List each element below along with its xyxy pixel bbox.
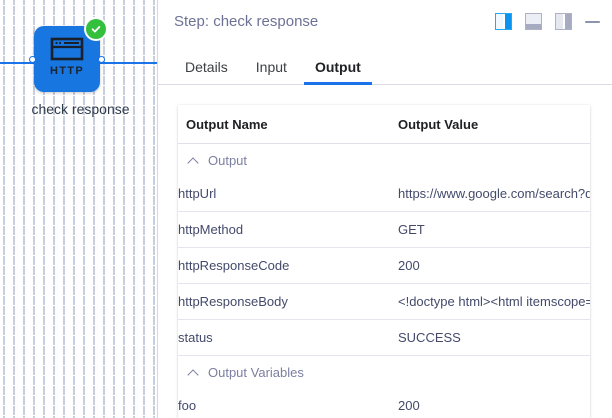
- tab-output[interactable]: Output: [303, 59, 372, 85]
- panel-tabs: Details Input Output: [158, 43, 612, 85]
- output-table: Output Name Output Value Output: [178, 105, 590, 418]
- group-label-output: Output: [208, 153, 248, 168]
- chevron-up-icon[interactable]: [188, 367, 199, 378]
- node-input-port[interactable]: [29, 56, 36, 63]
- panel-right-icon[interactable]: [495, 13, 512, 30]
- panel-body: Output Name Output Value Output: [158, 85, 612, 418]
- row-value-httpmethod: GET: [398, 211, 590, 248]
- row-name-status: status: [178, 319, 398, 356]
- column-header-output-value: Output Value: [398, 105, 590, 144]
- table-row[interactable]: httpResponseBody <!doctype html><html it…: [178, 283, 590, 320]
- node-label: check response: [31, 101, 130, 117]
- row-name-httpresponsebody: httpResponseBody: [178, 283, 398, 320]
- tab-input[interactable]: Input: [255, 59, 287, 75]
- workflow-node-check-response[interactable]: HTTP: [29, 19, 106, 92]
- step-details-panel: Step: check response Details Input Outpu…: [157, 0, 612, 418]
- row-name-httpmethod: httpMethod: [178, 211, 398, 248]
- table-row[interactable]: httpResponseCode 200: [178, 247, 590, 284]
- panel-side-icon[interactable]: [555, 13, 572, 30]
- table-group-row[interactable]: Output: [178, 144, 590, 177]
- row-value-httpresponsecode: 200: [398, 247, 590, 284]
- panel-header-actions: [495, 13, 600, 30]
- node-output-port[interactable]: [98, 56, 105, 63]
- check-circle-icon: [86, 19, 106, 39]
- table-row[interactable]: httpUrl https://www.google.com/search?q=: [178, 176, 590, 212]
- row-name-foo: foo: [178, 398, 197, 413]
- row-value-status: SUCCESS: [398, 319, 590, 356]
- row-value-httpresponsebody: <!doctype html><html itemscope=": [398, 283, 590, 320]
- group-label-output-variables: Output Variables: [208, 365, 304, 380]
- minimize-icon[interactable]: [585, 14, 600, 29]
- row-value-httpurl: https://www.google.com/search?q=: [398, 176, 590, 212]
- chevron-up-icon[interactable]: [188, 155, 199, 166]
- table-group-row[interactable]: Output Variables: [178, 356, 590, 389]
- table-row[interactable]: foo 200: [178, 388, 590, 418]
- column-header-output-name: Output Name: [178, 105, 398, 144]
- tab-details[interactable]: Details: [185, 59, 228, 75]
- table-row[interactable]: httpMethod GET: [178, 211, 590, 248]
- table-row[interactable]: status SUCCESS: [178, 319, 590, 356]
- panel-bottom-icon[interactable]: [525, 13, 542, 30]
- row-value-foo: 200: [398, 398, 420, 413]
- table-header-row: Output Name Output Value: [178, 105, 590, 144]
- row-name-httpresponsecode: httpResponseCode: [178, 247, 398, 284]
- workflow-canvas[interactable]: HTTP check response: [0, 0, 157, 418]
- http-browser-icon: [34, 37, 100, 61]
- node-icon-label: HTTP: [50, 65, 84, 77]
- panel-header: Step: check response: [158, 0, 612, 43]
- page-title: Step: check response: [174, 13, 319, 30]
- output-table-card: Output Name Output Value Output: [178, 105, 590, 418]
- row-name-httpurl: httpUrl: [178, 176, 398, 212]
